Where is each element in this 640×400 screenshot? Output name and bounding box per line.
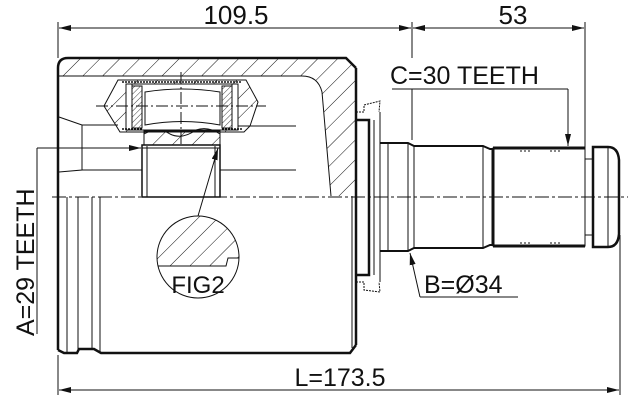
housing: [56, 56, 358, 355]
tripod-roller: [96, 72, 266, 198]
diameter-b-leader: [409, 252, 518, 298]
overall-dimension: [57, 235, 621, 395]
shaft: [380, 142, 621, 252]
seal: [356, 100, 381, 293]
overall-length-label: L=173.5: [294, 364, 385, 392]
spline-a-label: A=29 TEETH: [12, 188, 40, 336]
spline-c-label: C=30 TEETH: [390, 62, 539, 90]
shaft-length-label: 53: [499, 0, 528, 30]
diameter-b-label: B=Ø34: [424, 271, 503, 299]
spline-c-leader: [392, 88, 571, 146]
spline-a-leader: [36, 145, 141, 334]
top-dimensions: [57, 22, 586, 148]
fig2-label: FIG2: [171, 272, 224, 299]
housing-length-label: 109.5: [203, 0, 268, 30]
